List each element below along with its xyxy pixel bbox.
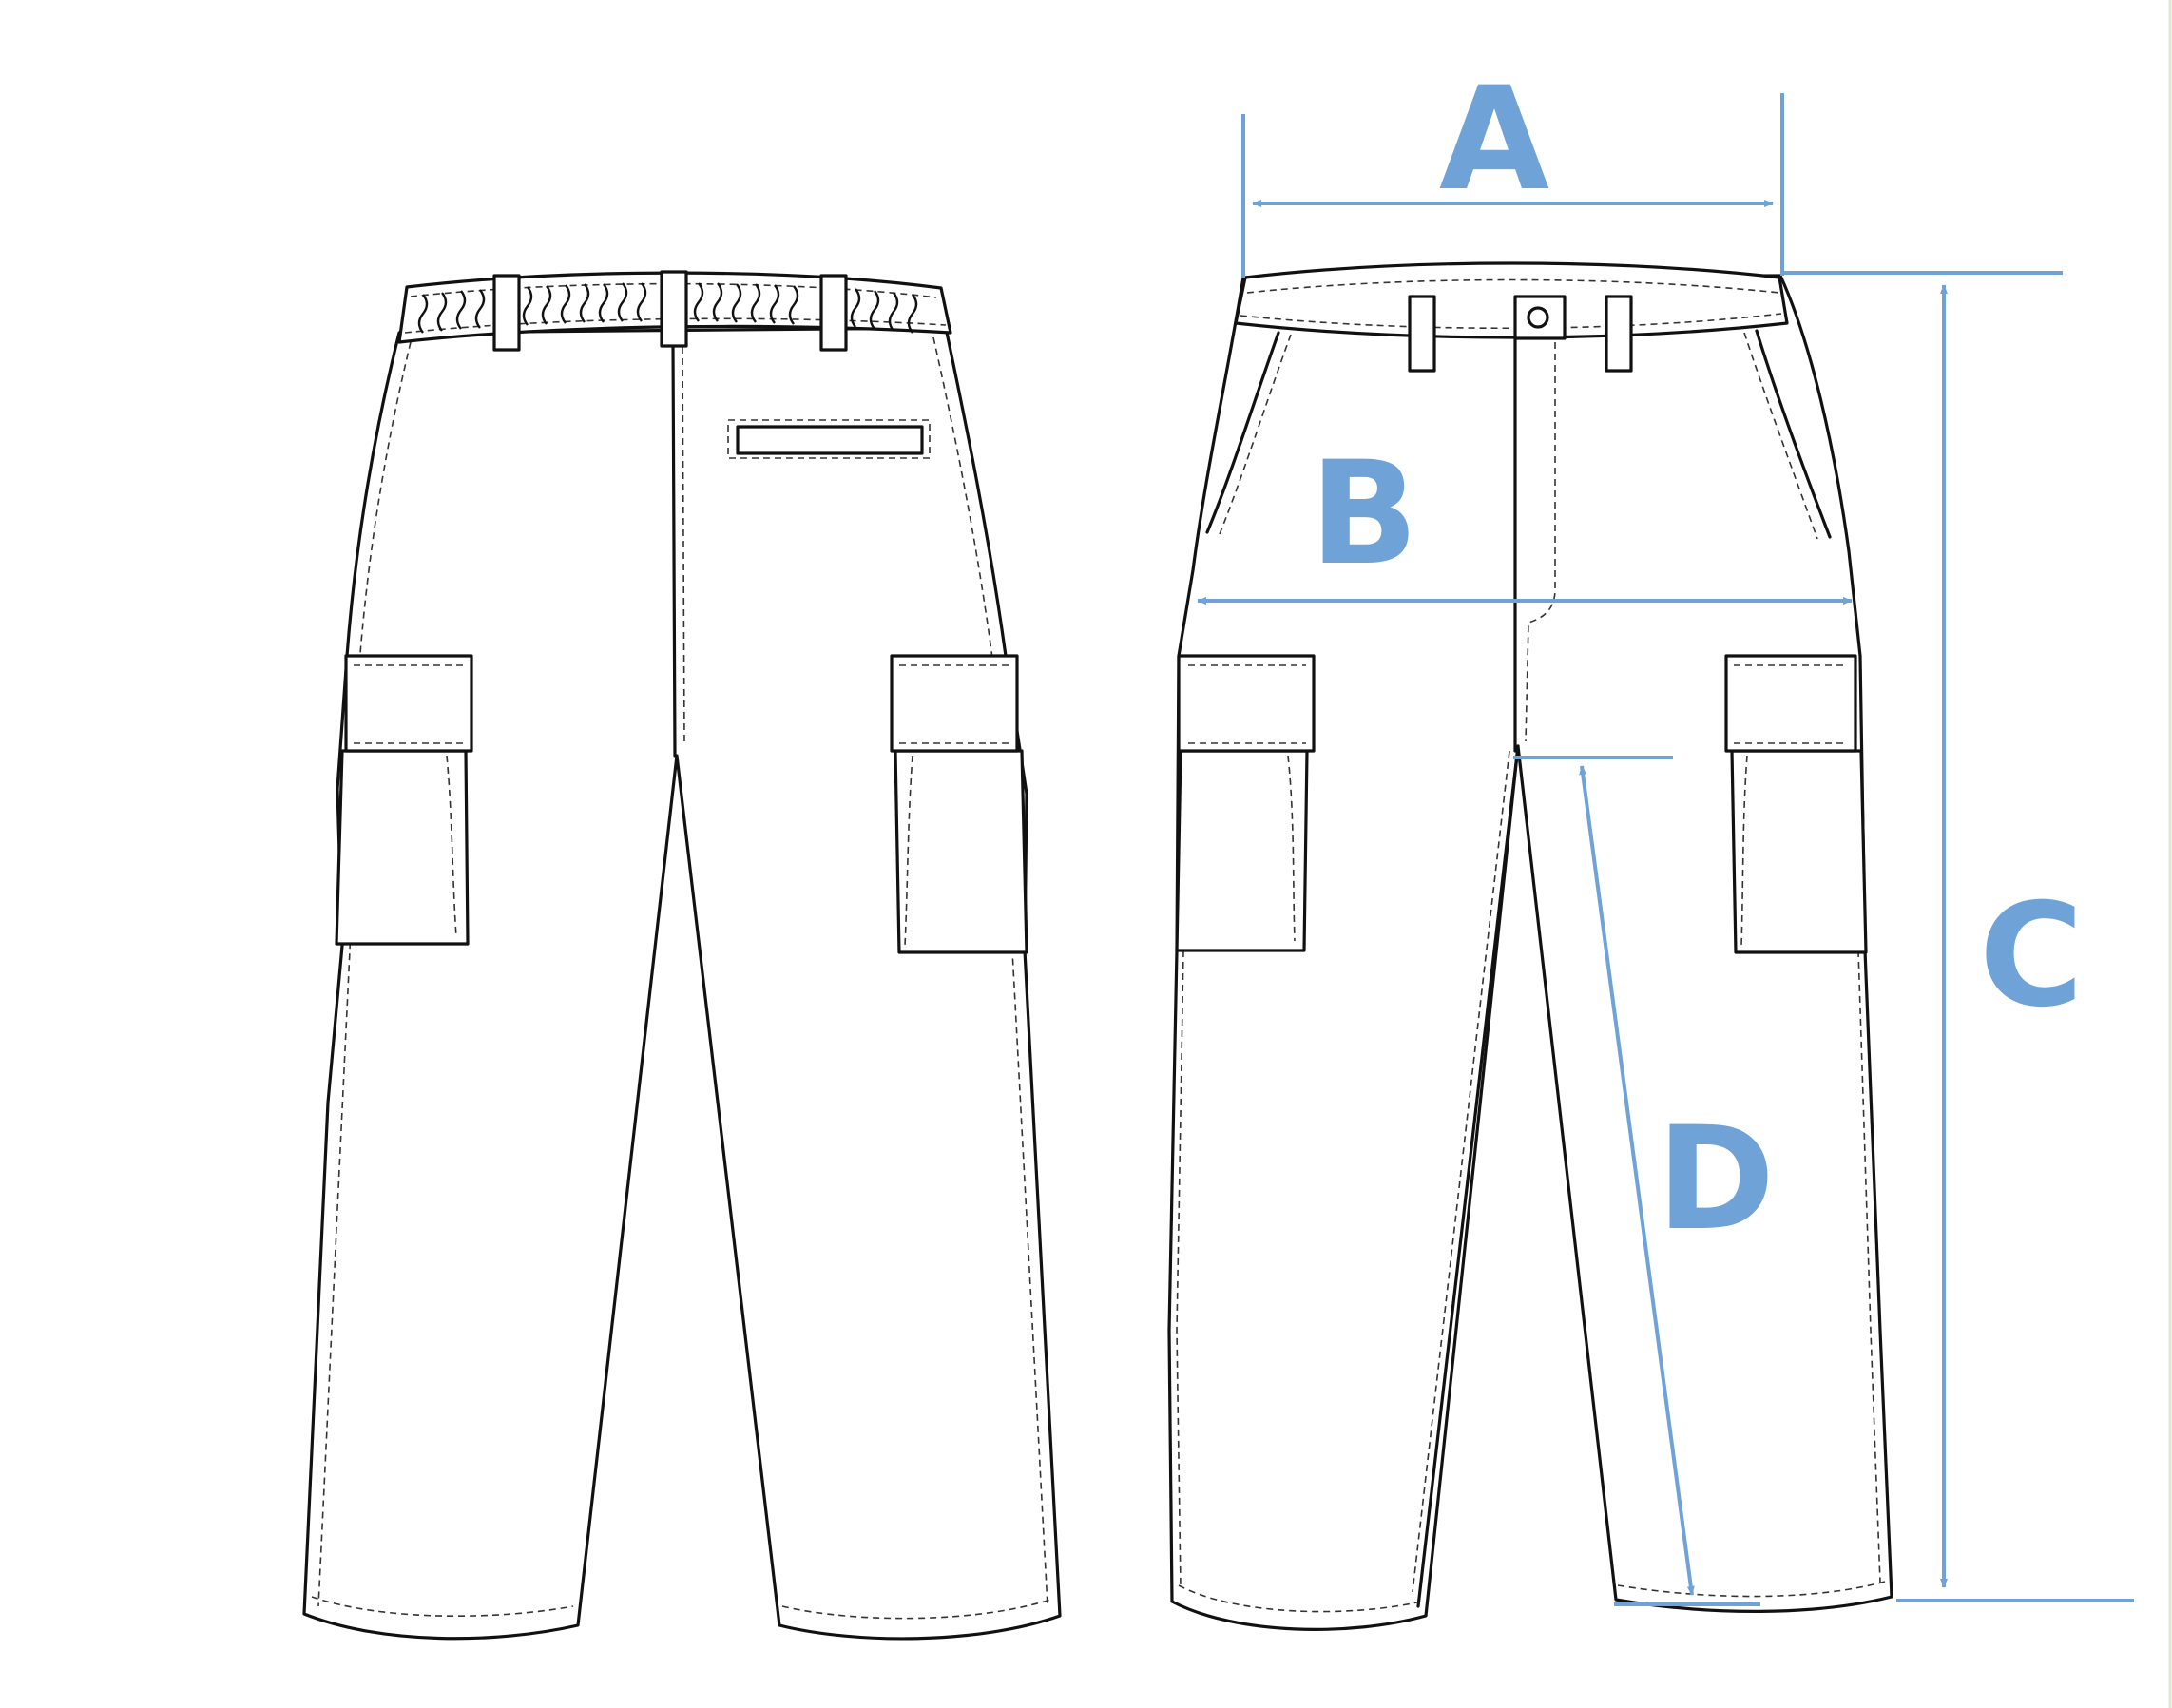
front-view-slant-pocket-left-stitch: [1219, 334, 1292, 535]
front-view-waistband-stitch-lower: [1240, 313, 1782, 330]
front-view-waistband-stitch: [1246, 278, 1780, 294]
back-view-hem-stitch-left: [311, 1596, 574, 1618]
front-view-pants: [1167, 261, 1893, 1631]
back-view-belt-loop-right: [819, 274, 848, 352]
front-view-waistband: [1234, 261, 1789, 339]
front-view-button: [1527, 306, 1549, 329]
back-view-center-seam-stitch: [682, 346, 685, 742]
back-view-side-stitch-right: [932, 336, 1048, 1607]
front-view-body-outline: [1167, 274, 1893, 1631]
front-view-belt-loop-right: [1605, 295, 1633, 373]
front-view-hem-stitch-left: [1178, 1584, 1422, 1613]
front-view-inseam-left: [1416, 744, 1520, 1608]
back-view-cargo-pocket-right: [890, 654, 1028, 954]
front-view-inseam-stitch: [1412, 750, 1510, 1593]
dimension-d-line: [1579, 765, 1695, 1596]
back-view-elastic-waves: [417, 282, 918, 334]
back-view-belt-loop-left: [492, 274, 521, 352]
dimension-d-label: D: [1657, 1097, 1776, 1262]
dimension-c-label: C: [1979, 873, 2084, 1039]
back-view-center-seam: [671, 340, 677, 758]
front-view-slant-pocket-left: [1205, 331, 1280, 534]
dimension-a-label: A: [1439, 57, 1549, 222]
back-view-pants: [302, 270, 1062, 1641]
back-view-cargo-pocket-left: [335, 654, 473, 946]
back-view-welt-pocket: [736, 425, 924, 455]
front-view-cargo-pocket-left: [1175, 654, 1316, 952]
front-view-belt-loop-left: [1408, 295, 1436, 373]
front-view-slant-pocket-right-stitch: [1743, 332, 1818, 540]
back-view-belt-loop-center: [660, 270, 688, 348]
front-view-slant-pocket-right: [1755, 329, 1832, 539]
dimension-annotations: A B C D: [1197, 57, 2134, 1606]
back-view-welt-pocket-stitch: [727, 419, 931, 459]
back-view-side-stitch-left: [317, 341, 412, 1607]
dimension-b-label: B: [1310, 432, 1418, 597]
back-view-body-outline: [302, 326, 1062, 1641]
back-view-hem-stitch-right: [781, 1598, 1054, 1620]
front-view-cargo-pocket-right: [1724, 654, 1868, 954]
